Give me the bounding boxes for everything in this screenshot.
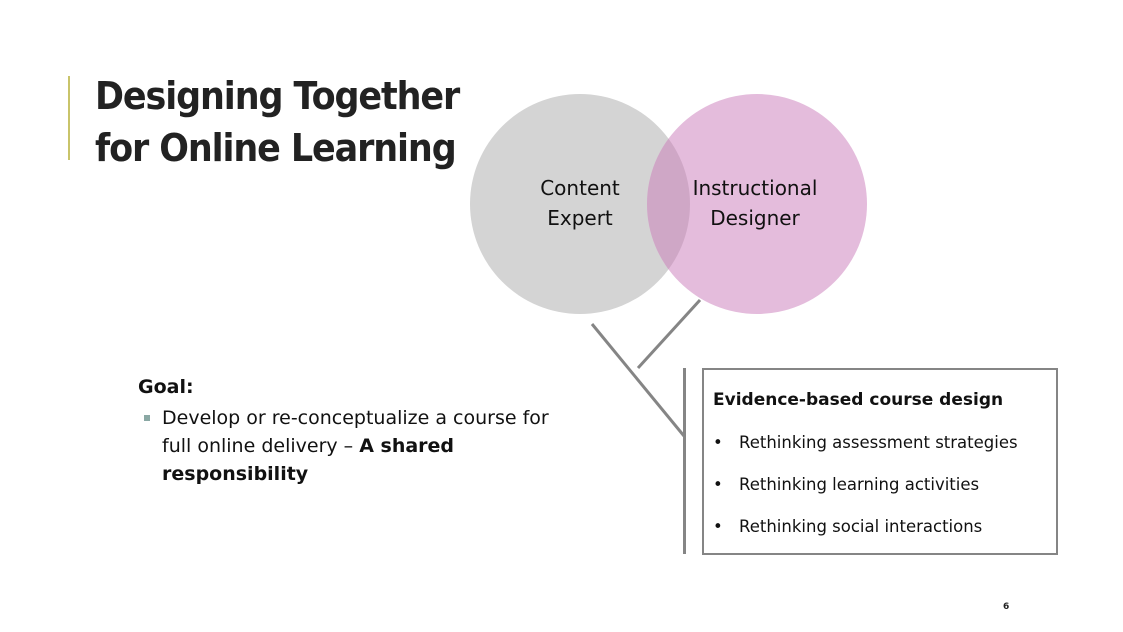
title-accent-bar: [68, 76, 70, 160]
bullet-icon: •: [713, 517, 723, 536]
connector-line-designer: [636, 298, 702, 370]
evidence-list-item: • Rethinking social interactions: [713, 515, 982, 539]
goal-section: Goal: Develop or re-conceptualize a cour…: [138, 374, 568, 488]
bullet-icon: •: [713, 433, 723, 452]
evidence-box: Evidence-based course design • Rethinking…: [702, 368, 1058, 555]
goal-item-emphasis: A shared responsibility: [162, 435, 455, 485]
title-line-1: Designing Together: [95, 74, 460, 118]
evidence-item-text: Rethinking social interactions: [739, 517, 983, 536]
evidence-list-item: • Rethinking learning activities: [713, 473, 979, 497]
goal-item-text: Develop or re-conceptualize a course for…: [162, 407, 549, 457]
square-bullet-icon: [144, 415, 150, 421]
venn-circle-instructional-designer: [647, 94, 867, 314]
evidence-item-text: Rethinking assessment strategies: [739, 433, 1018, 452]
goal-heading: Goal:: [138, 376, 194, 398]
evidence-item-text: Rethinking learning activities: [739, 475, 980, 494]
evidence-list-item: • Rethinking assessment strategies: [713, 431, 1018, 455]
venn-label-content-expert: Content Expert: [540, 176, 620, 230]
evidence-box-rule: [683, 368, 686, 554]
bullet-icon: •: [713, 475, 723, 494]
venn-circle-content-expert: [470, 94, 690, 314]
page-number: 6: [1003, 602, 1010, 612]
venn-label-instructional-designer: Instructional Designer: [692, 176, 818, 230]
title-line-2: for Online Learning: [95, 126, 457, 170]
connector-line-content: [590, 323, 686, 437]
goal-item: Develop or re-conceptualize a course for…: [138, 404, 562, 488]
evidence-box-heading: Evidence-based course design: [713, 390, 1004, 410]
slide-title: Designing Together for Online Learning: [95, 70, 460, 174]
